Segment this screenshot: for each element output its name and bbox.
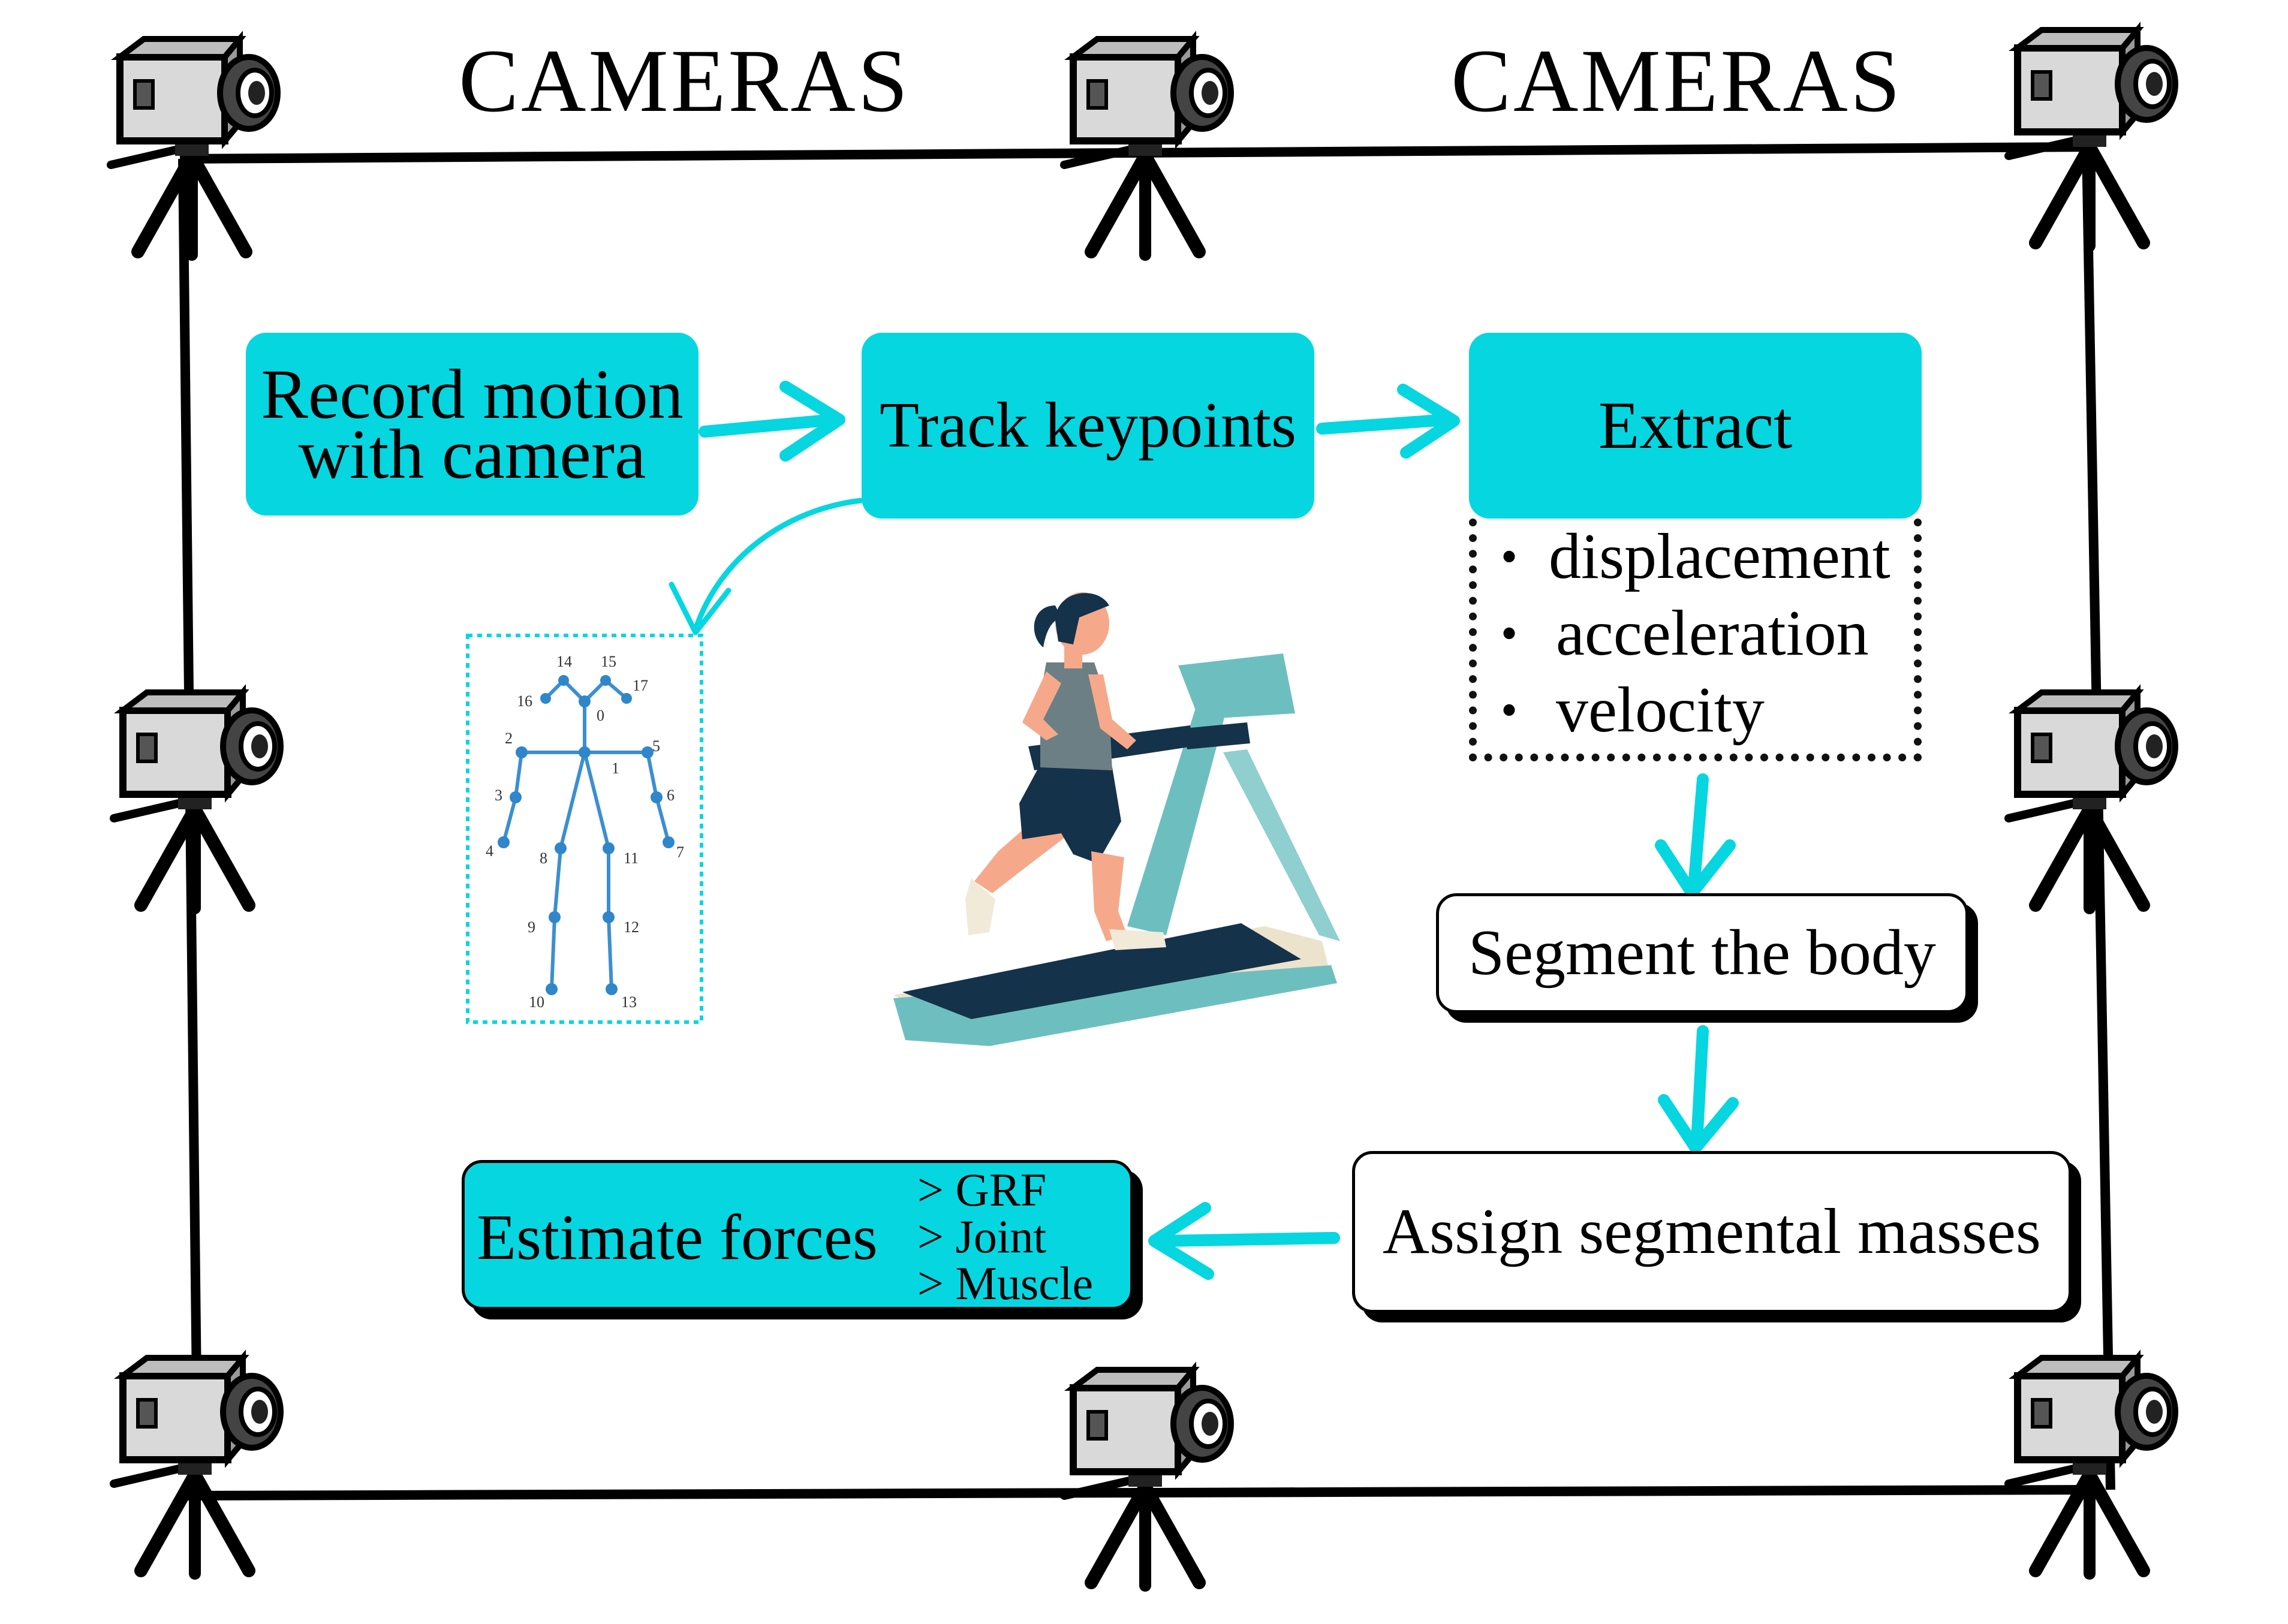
- skeleton-label: 8: [540, 849, 547, 867]
- arrow-assign-to-estimate: [1148, 1202, 1340, 1280]
- estimate-item: > Joint: [917, 1210, 1047, 1263]
- record-motion-line-1: Record motion: [261, 354, 684, 433]
- skeleton-label: 6: [667, 787, 675, 804]
- skeleton-label: 14: [556, 653, 572, 670]
- skeleton-label: 4: [486, 842, 493, 860]
- runner-on-treadmill-icon: [893, 592, 1340, 1046]
- assign-masses-label: Assign segmental masses: [1383, 1196, 2041, 1267]
- arrow-track-to-skeleton: [669, 498, 863, 635]
- camera-icon: [111, 39, 278, 255]
- skeleton-label: 0: [597, 707, 604, 724]
- camera-icon: [2009, 30, 2175, 246]
- arrow-segment-to-assign: [1658, 1025, 1739, 1154]
- extract-step: Extract: [1469, 333, 1922, 519]
- segment-body-label: Segment the body: [1468, 917, 1936, 989]
- camera-icon: [1064, 39, 1231, 255]
- camera-icon: [1064, 1370, 1231, 1586]
- camera-icon: [2009, 1358, 2175, 1574]
- assign-masses-step: Assign segmental masses: [1352, 1151, 2072, 1313]
- estimate-item: > GRF: [917, 1164, 1047, 1216]
- skeleton-label: 15: [601, 653, 616, 670]
- skeleton-label: 3: [495, 787, 502, 804]
- segment-body-step: Segment the body: [1436, 893, 1968, 1013]
- extract-label: Extract: [1598, 388, 1793, 463]
- skeleton-label: 1: [612, 760, 619, 777]
- cameras-label: CAMERAS: [1451, 31, 1903, 131]
- skeleton-label: 16: [517, 692, 532, 710]
- track-keypoints-step: Track keypoints: [862, 333, 1314, 519]
- skeleton-keypoints-icon: 14 15 16 17 0 2 5 1 3 6 4 7 8 11 9 12 10…: [466, 634, 703, 1024]
- extract-item: velocity: [1477, 672, 1914, 749]
- skeleton-label: 5: [652, 737, 660, 755]
- skeleton-label: 9: [528, 918, 535, 936]
- skeleton-label: 17: [633, 677, 648, 694]
- arrow-extract-to-segment: [1655, 773, 1736, 899]
- skeleton-label: 2: [505, 730, 513, 747]
- extract-item: displacement: [1477, 519, 1914, 595]
- camera-icon: [114, 692, 281, 908]
- camera-icon: [2009, 692, 2175, 908]
- cameras-label: CAMERAS: [459, 31, 911, 131]
- extract-items-list: displacement acceleration velocity: [1469, 519, 1922, 761]
- skeleton-label: 13: [621, 993, 637, 1011]
- camera-icon: [114, 1358, 281, 1574]
- skeleton-label: 10: [529, 993, 544, 1011]
- record-motion-step: Record motion with camera: [246, 333, 699, 516]
- track-keypoints-label: Track keypoints: [880, 390, 1296, 461]
- estimate-forces-items: > GRF > Joint > Muscle: [917, 1167, 1093, 1307]
- estimate-forces-step: Estimate forces > GRF > Joint > Muscle: [462, 1160, 1133, 1310]
- estimate-item: > Muscle: [917, 1257, 1094, 1309]
- estimate-forces-label: Estimate forces: [477, 1202, 878, 1273]
- record-motion-line-2: with camera: [298, 414, 646, 493]
- arrow-track-to-extract: [1316, 384, 1460, 459]
- skeleton-label: 11: [624, 849, 639, 867]
- extract-item: acceleration: [1477, 595, 1914, 672]
- skeleton-label: 7: [676, 843, 684, 861]
- arrow-record-to-track: [699, 381, 845, 462]
- skeleton-label: 12: [624, 918, 639, 936]
